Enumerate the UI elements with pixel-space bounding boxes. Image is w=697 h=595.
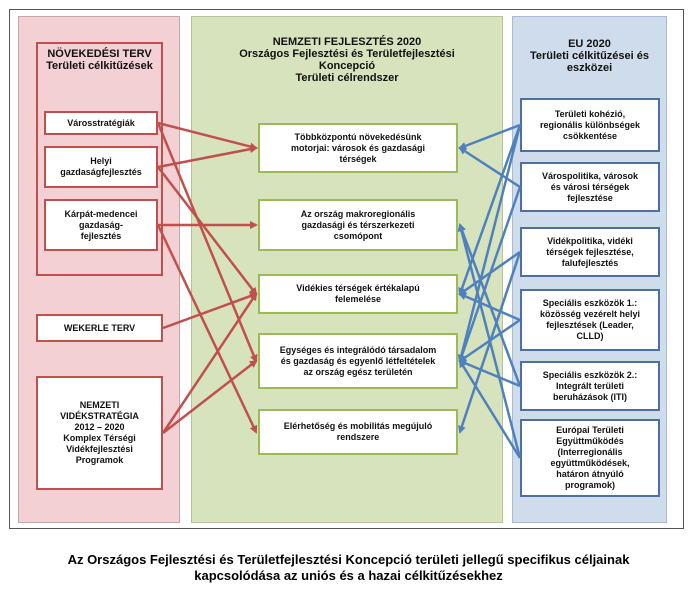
arrow-left-2-to-middle-4 [156,224,258,434]
right-box-rural-policy: Vidékpolitika, vidéki térségek fejleszté… [520,227,660,277]
arrow-right-0-to-middle-3 [457,124,522,363]
growth-plan-title: NÖVEKEDÉSI TERV Területi célkitűzések [46,48,153,72]
arrow-right-5-to-middle-3 [458,359,522,459]
national-development-title: NEMZETI FEJLESZTÉS 2020 Országos Fejlesz… [239,36,455,84]
arrow-left-0-to-middle-0 [157,121,258,151]
right-box-special-tools-2: Speciális eszközök 2.: Integrált terület… [520,361,660,411]
left-box-wekerle-plan: WEKERLE TERV [36,314,163,342]
eu-2020-title: EU 2020 Területi célkitűzései és eszköze… [529,38,650,74]
right-box-territorial-cohesion: Területi kohézió, regionális különbségek… [520,98,660,152]
left-box-city-strategies: Városstratégiák [44,111,158,135]
arrow-left-4-to-middle-3 [162,359,258,434]
middle-box-macroregional-node: Az ország makroregionális gazdasági és t… [258,199,458,251]
arrow-right-0-to-middle-0 [458,123,521,150]
middle-box-polycentric-growth: Többközpontú növekedésünk motorjai: váro… [258,123,458,173]
arrow-right-2-to-middle-2 [458,250,521,296]
arrow-right-5-to-middle-1 [457,223,522,459]
arrow-right-4-to-middle-3 [458,359,521,388]
middle-box-rural-areas: Vidékies térségek értékalapú felemelése [258,274,458,314]
left-box-local-economic-development: Helyi gazdaságfejlesztés [44,146,158,188]
arrow-left-1-to-middle-0 [157,145,258,169]
arrow-left-1-to-middle-2 [157,166,258,296]
right-box-european-cooperation: Európai Területi Együttműködés (Interreg… [520,419,660,497]
arrow-right-1-to-middle-0 [458,146,521,189]
left-box-rural-strategy: NEMZETI VIDÉKSTRATÉGIA 2012 – 2020 Kompl… [36,376,163,490]
figure-caption: Az Országos Fejlesztési és Területfejles… [67,552,630,583]
left-box-carpathian-basin: Kárpát-medencei gazdaság- fejlesztés [44,199,158,251]
arrow-left-4-to-middle-2 [161,292,258,434]
right-box-special-tools-1: Speciális eszközök 1.: közösség vezérelt… [520,289,660,351]
middle-box-accessibility-mobility: Elérhetőség és mobilitás megújuló rendsz… [258,409,458,455]
arrow-right-4-to-middle-1 [458,223,522,387]
arrow-left-3-to-middle-2 [162,292,258,330]
growth-plan-group [36,42,163,276]
right-box-urban-policy: Várospolitika, városok és városi térsége… [520,162,660,212]
middle-box-integrated-society: Egységes és integrálódó társadalom és ga… [258,333,458,389]
